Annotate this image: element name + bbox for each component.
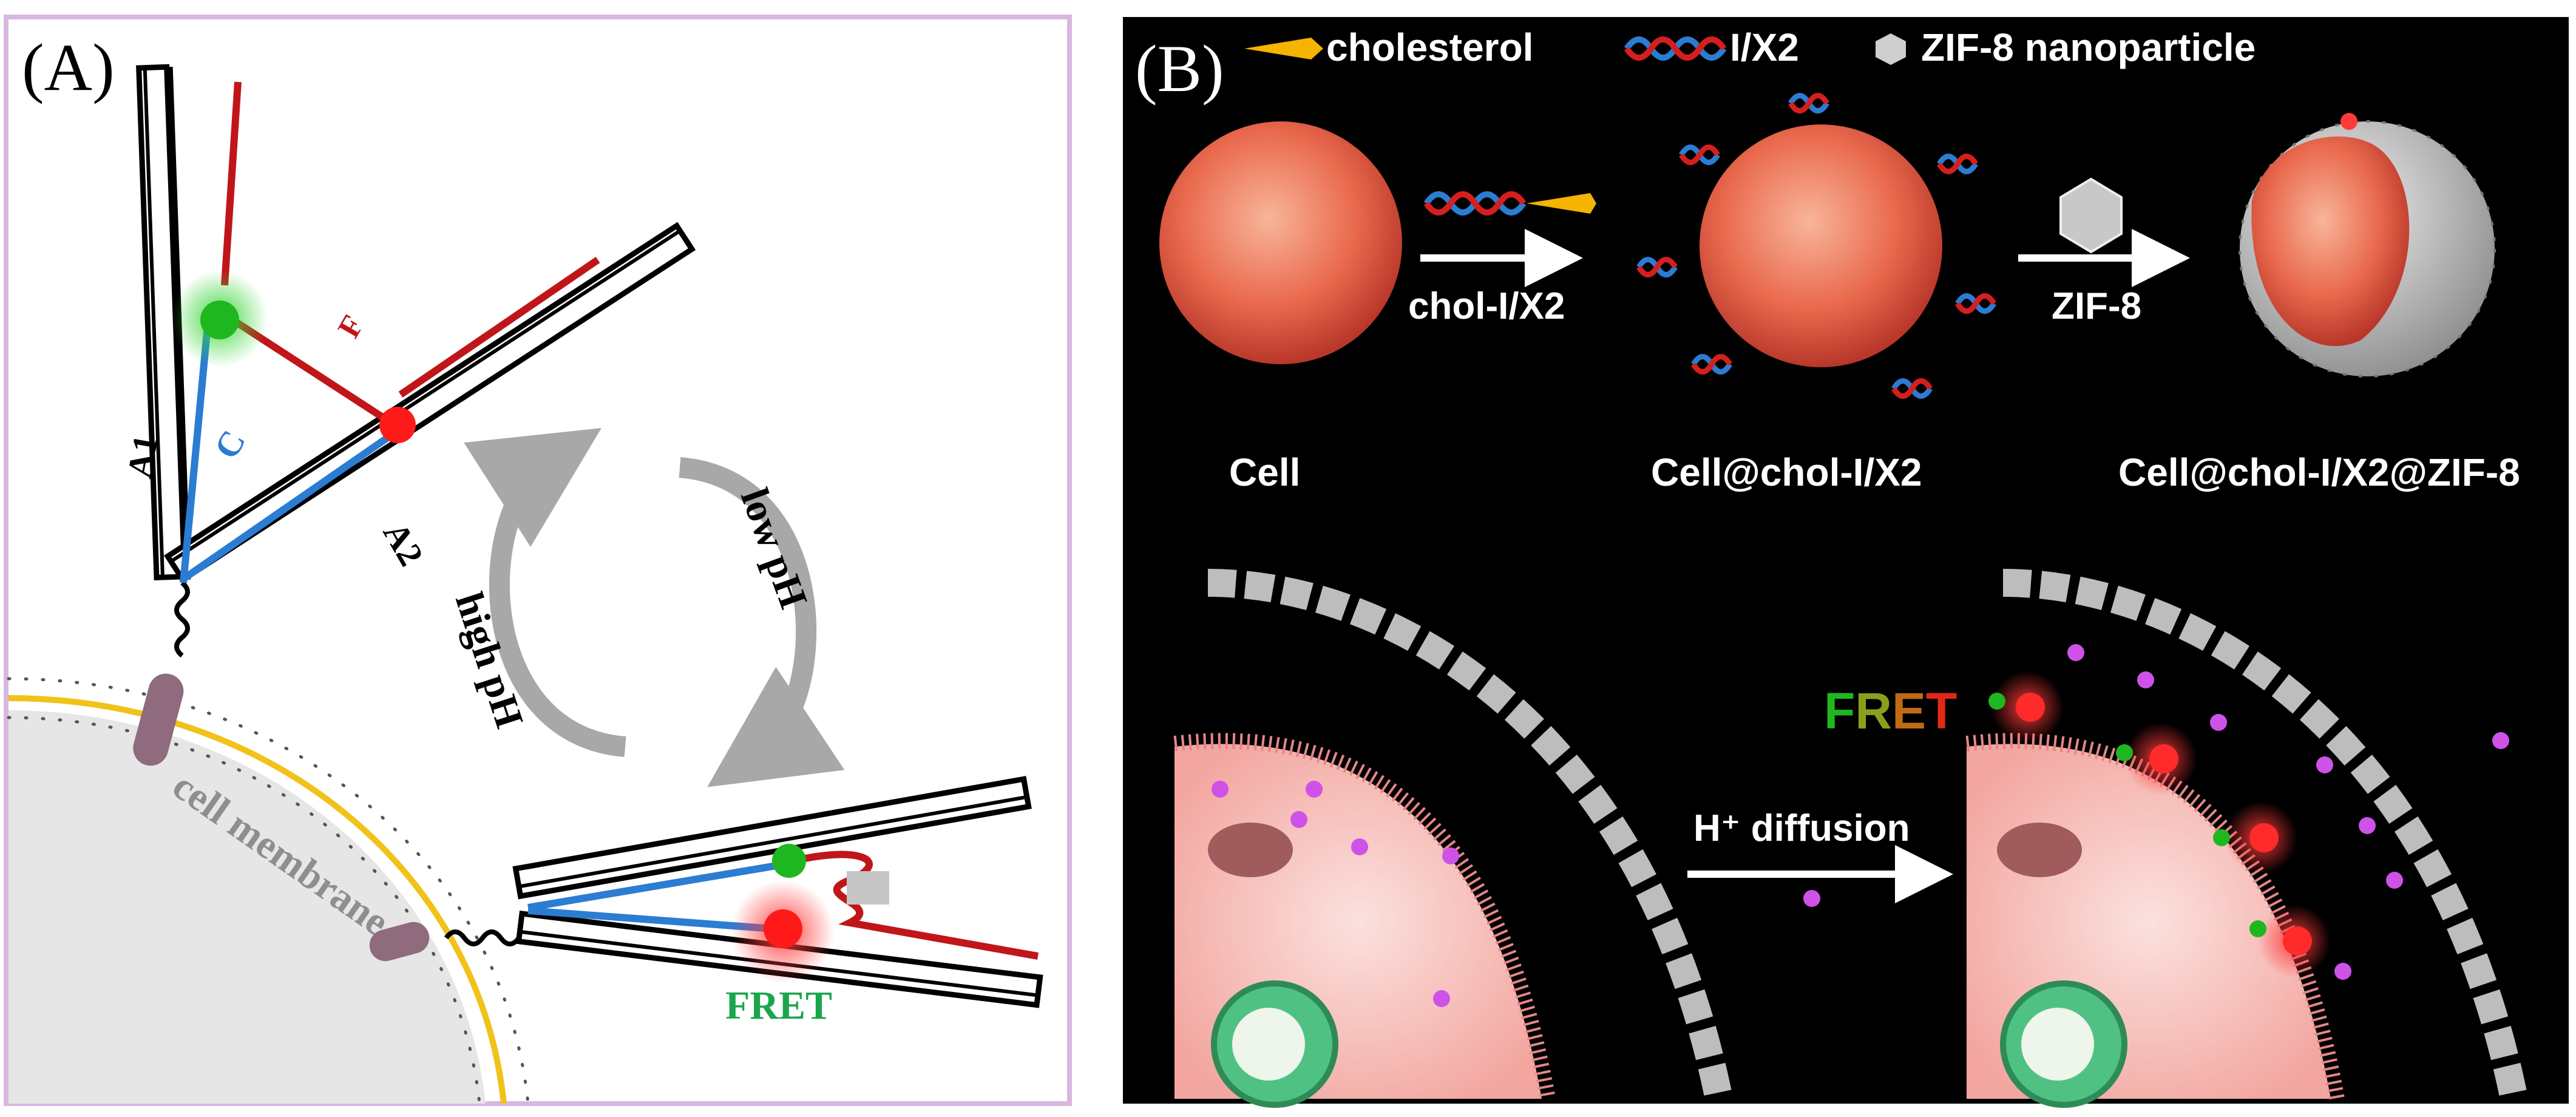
membrane-anchor-1 — [133, 673, 184, 766]
caption-cell-chol-zif: Cell@chol-I/X2@ZIF-8 — [2118, 450, 2520, 494]
fret-label-a: FRET — [725, 983, 832, 1028]
legend-cholesterol: cholesterol — [1326, 25, 1533, 69]
cell-3-zif-coated — [2239, 113, 2496, 378]
red-fluorophore-closed — [764, 909, 802, 948]
chol-ix2-icon — [1423, 191, 1596, 216]
arrow-label-chol-ix2: chol-I/X2 — [1408, 285, 1565, 327]
linker-2 — [444, 929, 521, 946]
fret-letter-f: F — [1824, 682, 1855, 739]
zif8-polyhedron-icon — [2059, 177, 2123, 254]
arrow-label-h-diffusion: H⁺ diffusion — [1693, 807, 1910, 849]
linker-1 — [174, 580, 190, 658]
caption-cell-chol: Cell@chol-I/X2 — [1651, 450, 1922, 494]
membrane-scene-after — [1965, 569, 2527, 1108]
fret-label-b: FRET — [1824, 682, 1957, 739]
fret-letter-t: T — [1926, 682, 1957, 739]
panel-a: (A) cell membrane — [4, 15, 1072, 1106]
cell-2 — [1700, 124, 1942, 367]
fret-letter-e: E — [1892, 682, 1926, 739]
dna-triangle-open: A1 C F A2 — [120, 64, 696, 584]
legend-ix2: I/X2 — [1730, 25, 1799, 69]
cell-2-dna-decorations — [1636, 93, 1996, 399]
green-fluorophore — [200, 300, 239, 339]
red-fluorophore — [379, 407, 416, 443]
caption-cell: Cell — [1229, 450, 1300, 494]
green-fluorophore-closed — [772, 844, 806, 878]
membrane-anchor-2 — [369, 922, 430, 962]
legend-zif8: ZIF-8 nanoparticle — [1921, 25, 2256, 69]
membrane-scene-before — [1173, 569, 1732, 1108]
arrow-label-zif8: ZIF-8 — [2052, 285, 2141, 327]
fret-letter-r: R — [1855, 682, 1892, 739]
panel-b: (B) cholesterol I/X2 ZIF-8 nanoparticle — [1123, 17, 2569, 1108]
dna-triangle-closed: FRET — [512, 776, 1043, 1028]
zif8-icon — [1876, 33, 1906, 65]
cholesterol-icon — [1244, 38, 1323, 59]
dna-helix-icon — [1624, 36, 1727, 61]
panel-b-label: (B) — [1135, 32, 1224, 106]
cell-1 — [1159, 121, 1402, 364]
legend: cholesterol I/X2 ZIF-8 nanoparticle — [1244, 25, 2256, 69]
panel-a-label: (A) — [22, 30, 115, 104]
a1-label: A1 — [120, 432, 166, 481]
